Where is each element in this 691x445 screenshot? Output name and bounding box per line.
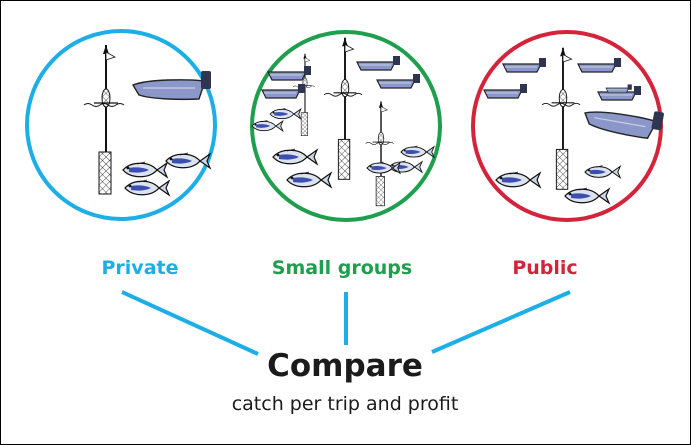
fad-icon — [541, 46, 582, 191]
fad-icon — [364, 100, 395, 207]
fish-icon — [400, 145, 435, 158]
fish-icon — [122, 161, 168, 178]
fish-icon — [495, 171, 541, 188]
private-group — [25, 29, 217, 221]
fish-icon — [269, 107, 302, 120]
boat-icon — [376, 73, 421, 89]
fish-icon — [165, 152, 211, 169]
compare-subtitle: catch per trip and profit — [231, 393, 459, 415]
boat-icon — [577, 57, 622, 73]
boat-icon — [483, 83, 528, 99]
small-groups-group — [250, 30, 442, 222]
boat-icon — [356, 55, 401, 71]
label-small-groups: Small groups — [271, 257, 413, 279]
boat-icon — [581, 98, 665, 142]
label-private: Private — [101, 257, 179, 279]
fish-icon — [272, 148, 318, 165]
fad-icon — [83, 44, 125, 195]
label-public: Public — [512, 257, 578, 279]
fish-icon — [564, 187, 610, 204]
fad-icon — [323, 36, 364, 181]
connector-private — [121, 290, 259, 356]
boat-icon — [502, 57, 547, 73]
fish-icon — [124, 179, 170, 196]
compare-title: Compare — [267, 348, 423, 384]
fish-icon — [584, 165, 621, 179]
private-circle — [25, 29, 217, 221]
fish-icon — [251, 119, 284, 132]
connector-public — [431, 290, 571, 354]
fish-icon — [286, 171, 332, 188]
public-group — [471, 30, 665, 222]
boat-icon — [261, 83, 306, 99]
